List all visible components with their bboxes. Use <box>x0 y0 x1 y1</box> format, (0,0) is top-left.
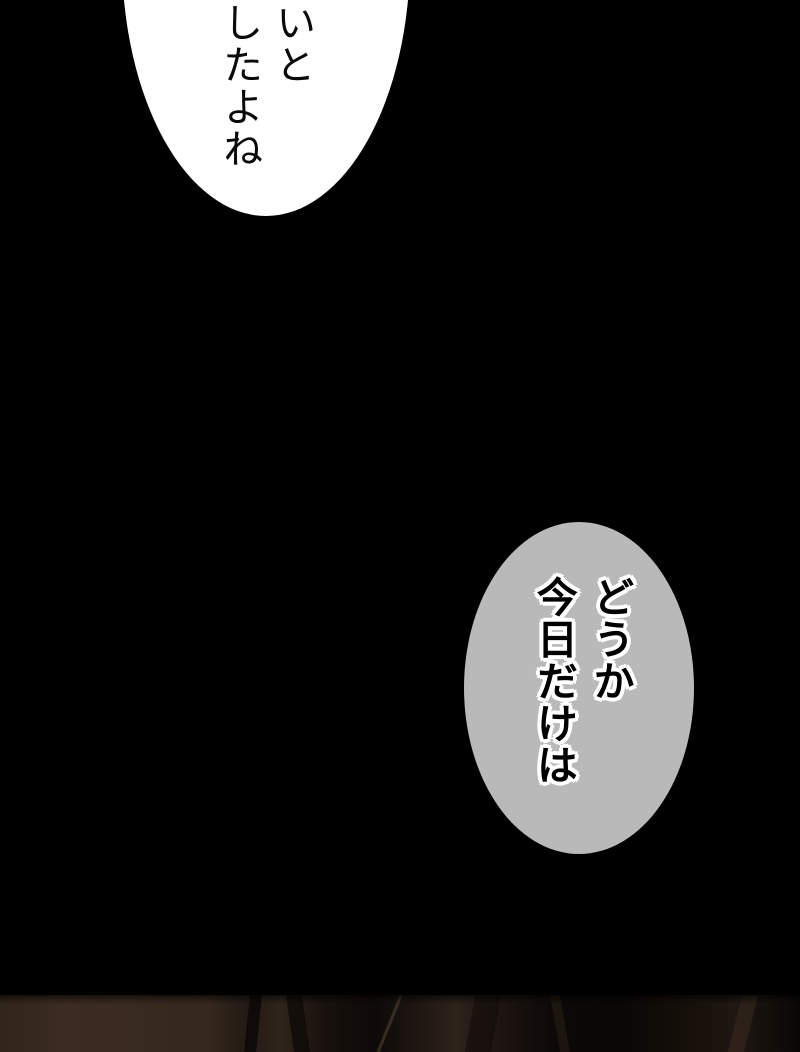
speech-bubble-white-text: いと したよね <box>208 2 318 177</box>
text-column: いと <box>270 2 315 86</box>
text-column: 今日だけは <box>530 576 577 786</box>
text-column: どうか <box>587 576 633 702</box>
speech-bubble-gray-text: どうか 今日だけは <box>520 576 638 806</box>
bottom-artwork-panel <box>0 995 800 1052</box>
speech-bubble-gray <box>464 522 694 854</box>
text-column: したよね <box>217 2 263 170</box>
panel-top-shadow <box>0 995 800 1004</box>
